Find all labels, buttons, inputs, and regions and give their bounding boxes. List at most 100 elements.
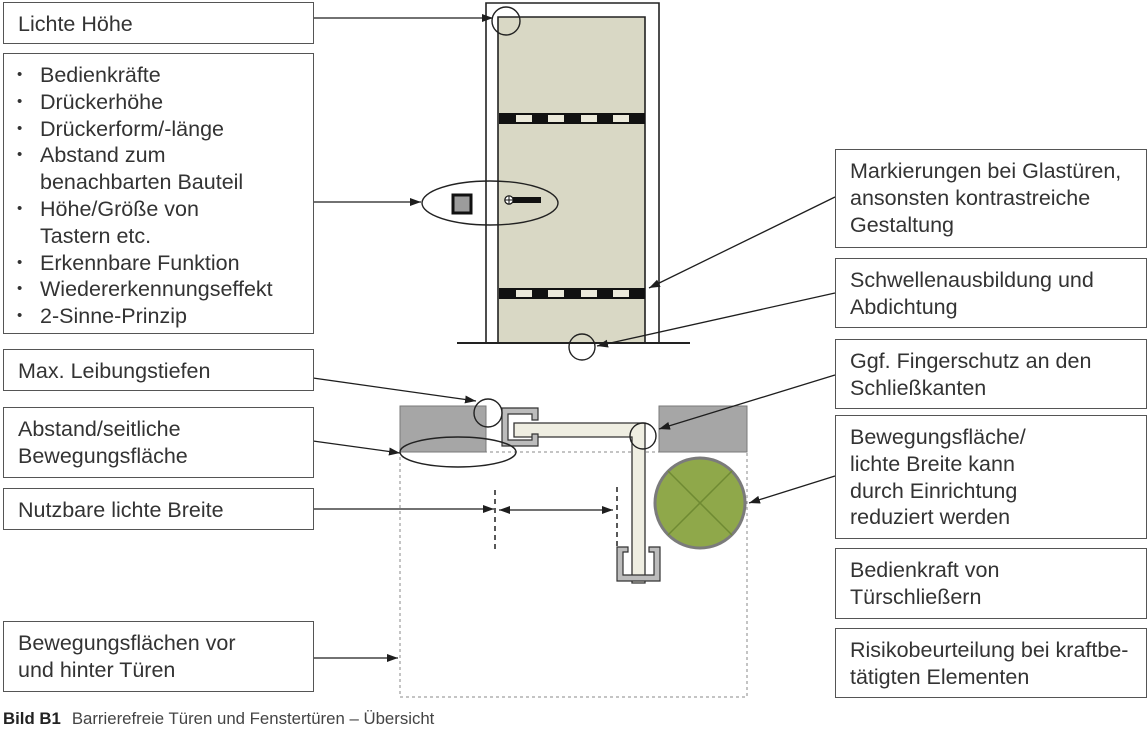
marking-segment-light [613,115,629,122]
furniture-obstacle-symbol [653,456,747,550]
bullet-icon: • [17,253,23,271]
marking-segment-light [581,115,597,122]
callout-text-line: Türschließern [850,584,982,609]
list-item-line: Abstand zum [40,143,166,168]
wall-left [399,405,487,453]
figure-caption-label: Bild B1 [3,709,61,728]
door-floor-plan [399,398,748,698]
callout-bedienung: • Bedienkräfte • Drückerhöhe • Drückerfo… [3,53,314,334]
detail-circle-finger-guard [629,422,657,450]
callout-text-line: Bewegungsfläche [18,443,188,468]
callout-text-line: Nutzbare lichte Breite [18,498,224,522]
operating-elements [451,193,541,215]
callout-arrows [312,14,836,662]
callout-text-line: Max. Leibungstiefen [18,359,211,383]
marking-segment-light [516,290,532,297]
marking-segment-light [548,115,564,122]
glass-marking-strip-upper [499,113,645,124]
marking-segment-light [516,115,532,122]
detail-ellipse-side-clearance [399,436,517,468]
list-item-text: Drückerform/-länge [40,116,224,143]
bullet-icon: • [17,199,23,217]
movement-area-dashed [399,451,748,698]
callout-text-line: Abdichtung [850,294,958,319]
callout-fingerschutz: Ggf. Fingerschutz an den Schließkanten [835,339,1147,409]
clear-width-dimension [494,487,618,549]
list-item: • 2-Sinne-Prinzip [16,303,305,330]
list-item: • Höhe/Größe von Tastern etc. [16,196,305,250]
list-item: • Bedienkräfte [16,62,305,89]
marking-segment-light [548,290,564,297]
callout-text-line: Markierungen bei Glastüren, [850,159,1122,183]
door-frame-outer [485,2,660,343]
detail-ellipse-operating-elements [421,180,559,226]
door-handle-bar [513,197,541,203]
arrow-markierungen [648,196,836,289]
bullet-icon: • [17,119,23,137]
callout-abstand-seitlich: Abstand/seitliche Bewegungsfläche [3,407,314,478]
marking-segment-dark [499,288,645,299]
callout-text-line: und hinter Türen [18,657,176,682]
list-item-text: Höhe/Größe von Tastern etc. [40,196,199,250]
callout-text-line: Abstand/seitliche [18,417,181,441]
list-item: • Drückerform/-länge [16,116,305,143]
bullet-icon: • [17,66,23,83]
callout-text-line: durch Einrichtung [850,478,1018,503]
list-item-text: 2-Sinne-Prinzip [40,303,187,330]
callout-nutzbare-breite: Nutzbare lichte Breite [3,488,314,530]
door-frame-profile-top [501,407,539,447]
bullet-icon: • [17,280,23,298]
callout-risiko: Risikobeurteilung bei kraftbe- tätigten … [835,628,1147,698]
list-item: • Erkennbare Funktion [16,250,305,277]
list-item-text: Abstand zum benachbarten Bauteil [40,142,243,196]
arrow-fingerschutz [658,374,836,430]
list-item-text: Erkennbare Funktion [40,250,240,277]
list-item-line: Wiedererkennungseffekt [40,277,273,302]
bullet-icon: • [17,307,23,325]
list-item: • Drückerhöhe [16,89,305,116]
list-item-text: Wiedererkennungseffekt [40,276,273,303]
list-item-line: Erkennbare Funktion [40,250,240,275]
list-item-line: 2-Sinne-Prinzip [40,304,187,329]
list-item-text: Bedienkräfte [40,62,161,89]
callout-text-line: Ggf. Fingerschutz an den [850,349,1092,373]
glass-marking-strip-lower [499,288,645,299]
callout-bewegungsflaeche: Bewegungsfläche/ lichte Breite kann durc… [835,415,1147,539]
callout-text-line: lichte Breite kann [850,451,1015,476]
callout-markierungen: Markierungen bei Glastüren, ansonsten ko… [835,149,1147,248]
arrow-schwelle [596,292,836,348]
detail-circle-threshold [568,333,596,361]
callout-text-line: Schließkanten [850,375,987,400]
bullet-icon: • [17,146,23,164]
marking-segment-light [613,290,629,297]
marking-segment-dark [499,113,645,124]
callout-text-line: Gestaltung [850,212,954,237]
callout-text-line: Risikobeurteilung bei kraftbe- [850,638,1129,662]
callout-text-line: Schwellenausbildung und [850,268,1094,292]
bullet-icon: • [17,92,23,110]
detail-circle-reveal-depth [473,398,503,428]
door-frame-profile-bottom [616,546,661,582]
wall-right [658,405,748,453]
callout-text-line: Bedienkraft von [850,558,1000,582]
list-item-text: Drückerhöhe [40,89,163,116]
arrow-abstand-seitlich [312,440,401,456]
arrow-bewegungsflaeche [748,475,836,504]
bedienung-list: • Bedienkräfte • Drückerhöhe • Drückerfo… [16,62,305,330]
callout-text-line: Bewegungsfläche/ [850,425,1026,449]
list-item-line: Tastern etc. [40,223,152,248]
door-leaf-plan [513,422,646,584]
arrow-leibungstiefen [312,377,477,404]
callout-lichte-hoehe: Lichte Höhe [3,2,314,44]
callout-text-line: tätigten Elementen [850,664,1030,689]
callout-leibungstiefen: Max. Leibungstiefen [3,349,314,391]
callout-text-line: Bewegungsflächen vor [18,631,236,655]
list-item-line: Höhe/Größe von [40,196,199,221]
furniture-cross-line [667,470,733,536]
callout-bedienkraft: Bedienkraft von Türschließern [835,548,1147,619]
callout-schwelle: Schwellenausbildung und Abdichtung [835,258,1147,328]
figure-caption-text: Barrierefreie Türen und Fenstertüren – Ü… [71,709,435,728]
list-item-line: Drückerhöhe [40,89,164,114]
